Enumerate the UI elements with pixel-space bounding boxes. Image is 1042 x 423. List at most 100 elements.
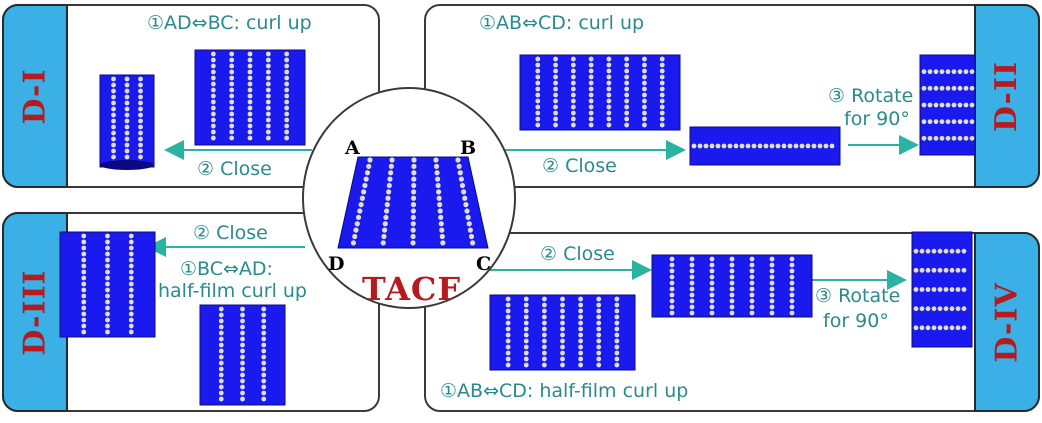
d1-curled-film-dot [247,69,253,75]
d1-tube-dot [138,106,143,112]
d4-rotated-dot [937,267,943,273]
tacf-dot [434,176,441,182]
d2-rotated-cylinder-dot [939,102,945,108]
d2-rotated-cylinder-dot [933,135,939,141]
d1-tube-dot [111,154,116,160]
d2-curled-film-dot [570,122,576,128]
d3-film-top-dot [128,245,134,251]
d2-step3-line2: for 90° [844,108,910,130]
d4-closed-dot [689,280,695,286]
tab-d-iv: D-IV [974,232,1040,412]
d4-rotated-dot [919,267,925,273]
tacf-dot [467,227,473,233]
d1-curled-film-dot [284,51,290,57]
d4-half-curled-dot [614,332,620,338]
d1-tube-dot [124,118,130,124]
tacf-dot [433,157,439,163]
d4-half-curled-dot [614,302,620,308]
d3-film-top-dot [81,269,87,275]
d2-curled-film-dot [642,110,647,116]
d2-curled-film-dot [553,80,558,86]
d1-tube-dot [111,130,116,136]
d1-curled-film-dot [265,117,271,123]
d1-curled-film-dot [247,75,253,81]
d1-curled-film-dot [247,105,253,111]
d4-half-curled-dot [505,320,511,326]
d4-rotated-dot [961,325,967,331]
d4-step3-line2: for 90° [823,310,889,332]
d2-curled-film-dot [659,92,665,98]
d2-rotated-cylinder-dot [933,69,939,75]
d2-rotated-cylinder-dot [969,119,975,125]
d4-half-curled-dot [560,308,565,314]
d3-film-bottom-dot [261,354,267,360]
d1-curled-film-dot [265,129,271,135]
d2-curled-film-dot [553,92,558,98]
d2-curled-film-dot [659,98,665,104]
d2-rotated-cylinder-dot [951,102,957,108]
d1-curled-film-dot [284,135,290,141]
d3-film-top-dot [81,311,87,317]
d4-half-curled-dot [614,350,620,356]
d2-rotated-cylinder-dot [969,85,975,91]
d3-film-bottom-dot [218,318,224,324]
d2-curled-film-dot [553,98,558,104]
d4-closed-dot [769,292,775,298]
d4-half-curled-dot [560,332,565,338]
d4-half-curled-dot [614,314,620,320]
tacf-dot [465,214,471,220]
d4-rotated-dot [931,248,937,254]
d4-closed-dot [709,298,715,304]
d1-curled-film-dot [265,75,271,81]
d4-half-curled-dot [505,308,511,314]
d4-closed-dot [709,274,715,280]
d3-film-top-dot [128,269,134,275]
d3-film-bottom-dot [261,312,267,318]
d2-cylinder-dot [739,143,745,149]
d4-half-curled-dot [596,326,602,332]
tacf-dot [410,240,416,246]
tacf-dot [354,221,360,227]
d4-half-curled-dot [523,356,529,362]
d2-curled-film-dot [624,104,630,110]
d4-half-curled-dot [560,356,565,362]
d4-closed-dot [669,262,675,268]
d4-half-curled-dot [505,338,511,344]
tacf-dot [385,195,391,201]
d4-closed-dot [789,310,795,316]
d4-half-curled-dot [505,314,511,320]
d2-rotated-cylinder-dot [927,119,933,125]
d2-rotated-cylinder-dot [939,135,945,141]
d3-film-bottom-dot [240,336,245,342]
d2-curled-film-dot [570,116,576,122]
d4-closed-dot [789,274,795,280]
tacf-dot [411,170,417,176]
tacf-dot [438,221,444,227]
tacf-dot [380,240,386,246]
d2-rotated-cylinder-dot [927,135,933,141]
d2-curled-film-dot [642,98,647,104]
d4-rotated-dot [937,248,943,254]
d2-curled-film-dot [535,122,541,128]
d4-closed-dot [789,268,795,274]
d4-rotated-dot [937,306,943,312]
d2-cylinder-dot [733,143,739,149]
d1-tube-dot [124,76,130,82]
d4-closed-dot [749,274,755,280]
d4-closed-dot [749,298,755,304]
tacf-dot [364,170,371,176]
d4-rotated-dot [943,248,949,254]
d1-curled-film-dot [284,69,290,75]
tacf-dot [386,182,392,189]
d3-film-bottom-dot [240,330,245,336]
d2-curled-film-dot [624,68,630,74]
tacf-dot [382,221,388,227]
d1-curled-film-dot [210,75,216,81]
d2-curled-film [519,54,681,131]
d4-closed-dot [789,292,795,298]
d3-film-top-dot [105,305,110,311]
d3-film-bottom-dot [218,324,224,330]
d4-rotated-dot [943,306,949,312]
d2-curled-film-dot [553,122,558,128]
d1-tube-dot [111,106,116,112]
